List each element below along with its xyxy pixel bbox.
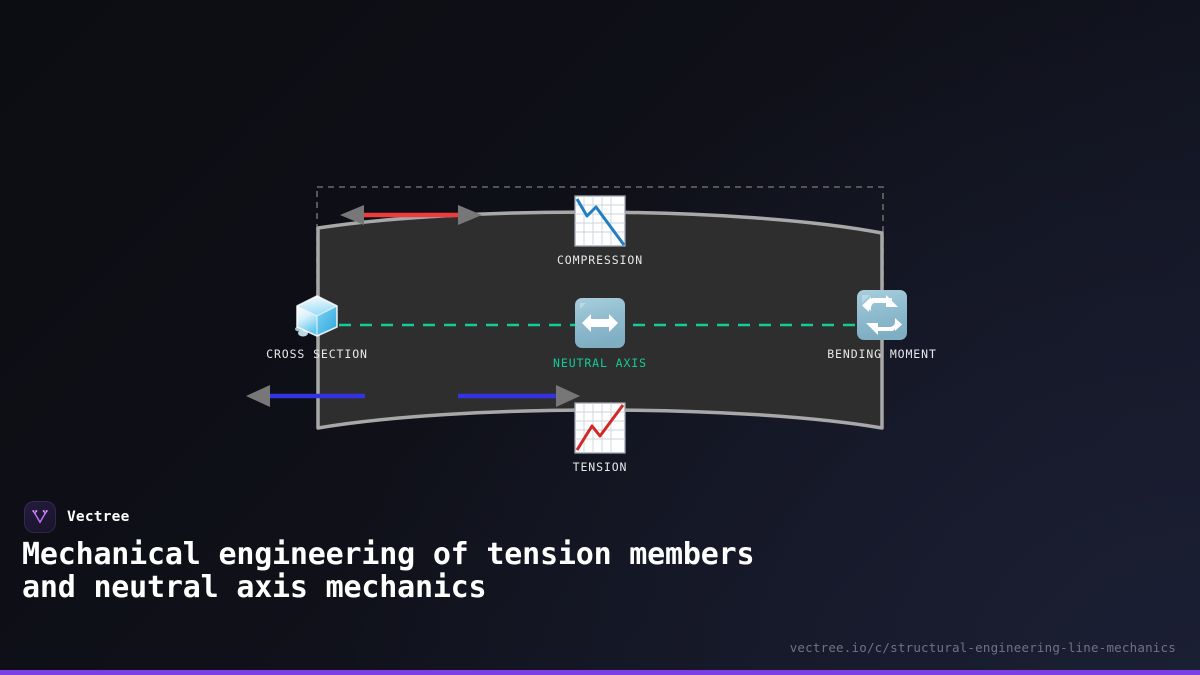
tension-force-arrow-right	[458, 385, 580, 407]
tension-label: TENSION	[572, 460, 628, 474]
footer: Vectree Mechanical engineering of tensio…	[0, 490, 1200, 675]
compression-force-arrow	[340, 205, 482, 225]
beam-mechanics-diagram: CROSS SECTION COMPRESSION NEUTRAL AXIS B…	[246, 186, 937, 474]
neutral-axis-label: NEUTRAL AXIS	[553, 356, 647, 370]
page-title: Mechanical engineering of tension member…	[22, 537, 755, 605]
declining-line-chart-icon	[574, 195, 626, 247]
cube-icon	[295, 295, 338, 337]
compression-label: COMPRESSION	[556, 253, 644, 267]
swap-arrows-icon	[857, 290, 907, 340]
rising-line-chart-icon	[574, 402, 626, 454]
brand: Vectree	[24, 501, 130, 533]
cross-section-label: CROSS SECTION	[266, 347, 368, 361]
double-arrow-horizontal-icon	[575, 298, 625, 348]
diagram-svg	[246, 186, 907, 454]
tension-force-arrow-left	[246, 385, 365, 407]
accent-bar	[0, 670, 1200, 675]
bending-moment-label: BENDING MOMENT	[827, 347, 937, 361]
vectree-v-tree-icon	[24, 501, 56, 533]
source-url: vectree.io/c/structural-engineering-line…	[789, 640, 1176, 655]
brand-name: Vectree	[67, 509, 130, 525]
